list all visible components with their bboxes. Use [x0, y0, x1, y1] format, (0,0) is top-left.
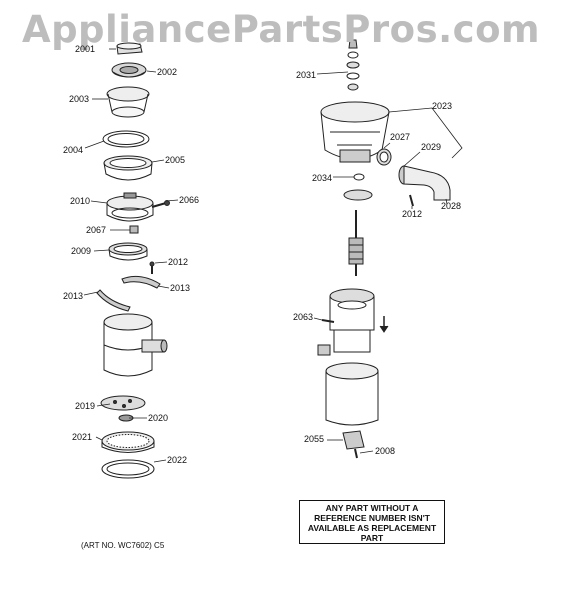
label-2004: 2004 — [63, 145, 84, 155]
part-2009-ring — [108, 242, 148, 261]
label-2055: 2055 — [304, 434, 325, 444]
art-number: (ART NO. WC7602) C5 — [81, 541, 165, 550]
note-line-4: PART — [360, 533, 384, 543]
part-2022-gasket — [101, 459, 155, 479]
label-2023: 2023 — [432, 101, 453, 111]
part-2003-sink-flange — [106, 86, 150, 118]
label-2066: 2066 — [179, 195, 200, 205]
part-2005-backup-ring — [103, 155, 153, 181]
part-rotor-shaft — [348, 210, 364, 276]
part-2002-sink-strainer — [111, 62, 147, 78]
part-2013-snap-ring-right — [121, 275, 161, 289]
label-2005: 2005 — [165, 155, 186, 165]
part-2001-stopper — [116, 42, 143, 55]
part-2028-discharge-elbow — [403, 165, 451, 201]
part-2013-snap-ring-left — [96, 289, 131, 312]
label-2067: 2067 — [86, 225, 107, 235]
label-2019: 2019 — [75, 401, 96, 411]
label-2029: 2029 — [421, 142, 442, 152]
label-2063: 2063 — [293, 312, 314, 322]
part-2067-nut — [129, 225, 139, 234]
part-2055-cover-plate — [342, 430, 365, 450]
note-line-3: AVAILABLE AS REPLACEMENT — [307, 523, 437, 533]
part-impeller-plate — [343, 189, 373, 201]
label-2002: 2002 — [157, 67, 178, 77]
label-2001: 2001 — [75, 44, 96, 54]
label-2010: 2010 — [70, 196, 91, 206]
part-arrow-indicator — [379, 316, 389, 333]
part-2066-screw — [151, 200, 170, 208]
part-outer-shell — [325, 362, 379, 426]
part-2031-fittings-stack — [346, 39, 360, 91]
label-2022: 2022 — [167, 455, 188, 465]
label-2034: 2034 — [312, 173, 333, 183]
label-2012-left: 2012 — [168, 257, 189, 267]
label-2027: 2027 — [390, 132, 411, 142]
part-2063-bracket — [321, 319, 335, 323]
part-hopper-body — [103, 313, 168, 377]
part-terminal-block — [317, 344, 331, 356]
part-2012-screw-right — [409, 194, 414, 207]
label-2008: 2008 — [375, 446, 396, 456]
part-2023-upper-housing — [320, 101, 390, 163]
label-2013-right: 2013 — [170, 283, 191, 293]
part-2019-shredder-plate — [100, 395, 146, 411]
part-2008-screw — [354, 448, 358, 459]
label-2013-left: 2013 — [63, 291, 84, 301]
watermark-text: AppliancePartsPros.com — [21, 8, 541, 51]
note-line-1: ANY PART WITHOUT A — [325, 503, 419, 513]
part-2012-screw-left — [149, 261, 155, 274]
label-2028: 2028 — [441, 201, 462, 211]
label-2009: 2009 — [71, 246, 92, 256]
part-motor-stator — [329, 288, 375, 353]
label-2020: 2020 — [148, 413, 169, 423]
part-2027-outlet-gasket — [376, 148, 392, 166]
replacement-note-box: ANY PART WITHOUT A REFERENCE NUMBER ISN'… — [299, 500, 445, 544]
label-2021: 2021 — [72, 432, 93, 442]
part-2021-grind-ring — [101, 431, 155, 453]
label-2031: 2031 — [296, 70, 317, 80]
label-2012-right: 2012 — [402, 209, 423, 219]
part-2034-ring — [353, 173, 365, 181]
part-2004-fiber-gasket — [102, 130, 150, 148]
note-line-2: REFERENCE NUMBER ISN'T — [314, 513, 430, 523]
part-2010-mounting-ring — [106, 192, 154, 222]
label-2003: 2003 — [69, 94, 90, 104]
